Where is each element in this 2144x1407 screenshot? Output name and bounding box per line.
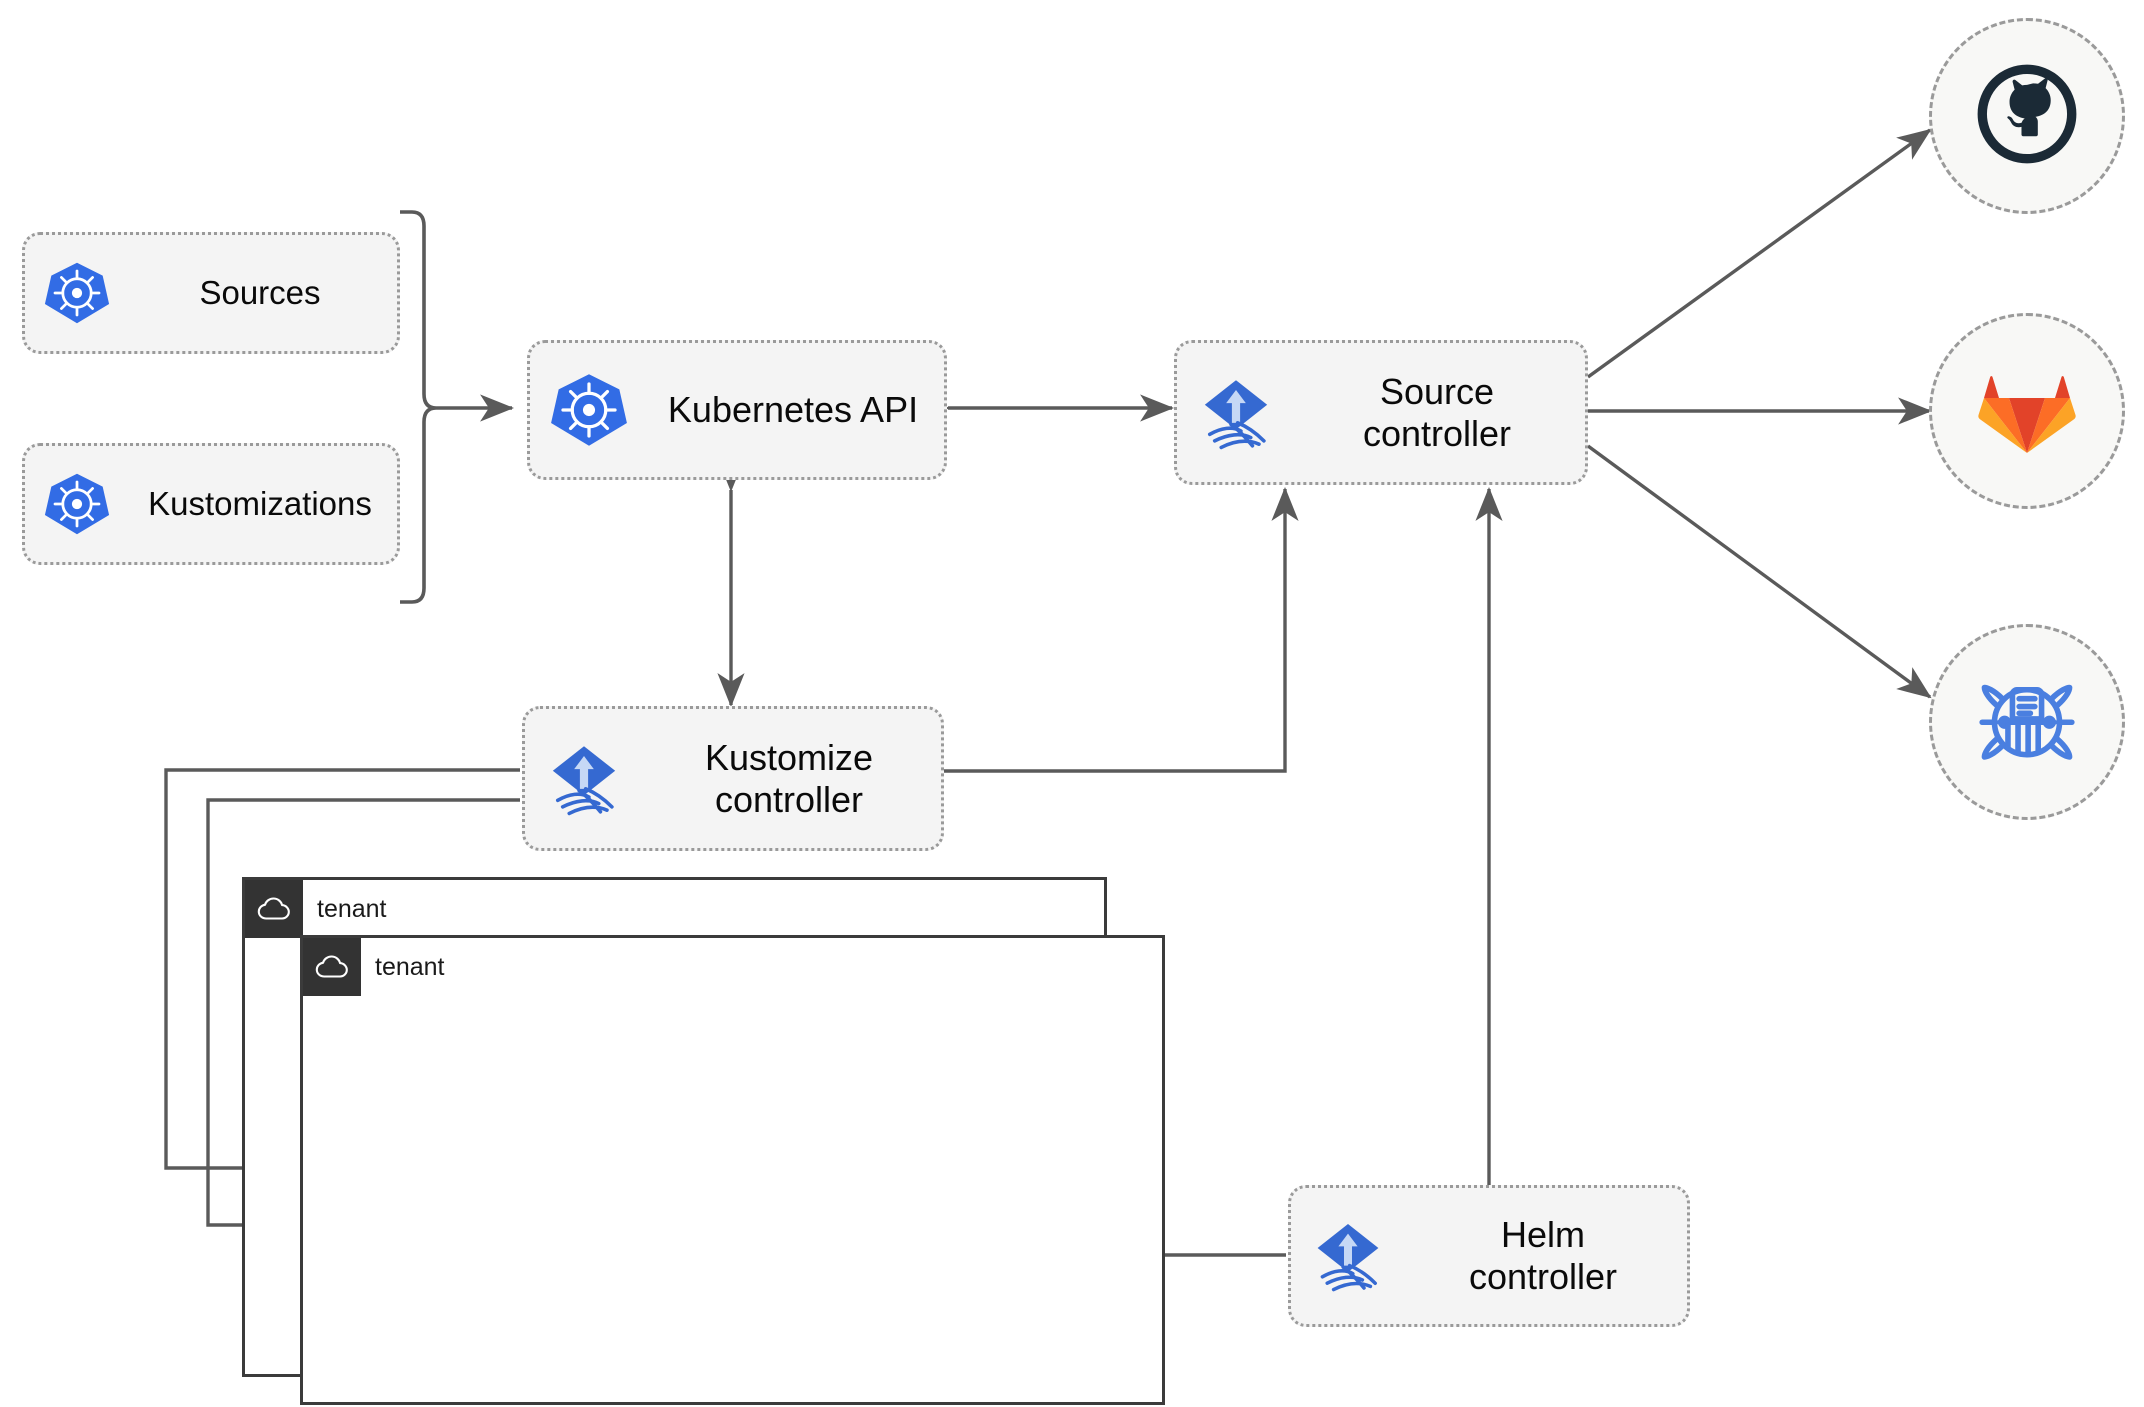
cloud-icon xyxy=(303,938,361,996)
kubernetes-icon xyxy=(25,471,129,537)
node-label: Helm controller xyxy=(1468,1214,1618,1297)
provider-gitlab[interactable] xyxy=(1929,313,2125,509)
provider-github[interactable] xyxy=(1929,18,2125,214)
edge-kustomize-to-tenant-1 xyxy=(164,768,520,1182)
node-sources[interactable]: Sources xyxy=(22,232,400,354)
edge-source-to-github xyxy=(1587,128,1932,379)
node-kustomizations[interactable]: Kustomizations xyxy=(22,443,400,565)
group-bracket xyxy=(400,210,437,604)
helm-repository-icon xyxy=(1971,664,2083,781)
edge-source-to-helm-repo xyxy=(1586,444,1932,699)
kubernetes-icon xyxy=(25,260,129,326)
kubernetes-icon xyxy=(530,371,648,449)
flux-icon xyxy=(1291,1216,1405,1296)
flux-icon xyxy=(1177,372,1295,454)
node-source-controller[interactable]: Source controller xyxy=(1174,340,1588,485)
node-kubernetes-api[interactable]: Kubernetes API xyxy=(527,340,947,480)
gitlab-icon xyxy=(1977,361,2077,462)
flux-icon xyxy=(525,738,643,820)
node-label: Kustomizations xyxy=(148,484,372,522)
tenant-title-bar: tenant xyxy=(245,880,387,938)
node-label: Sources xyxy=(199,273,321,311)
tenant-label: tenant xyxy=(375,953,445,981)
node-kustomize-controller[interactable]: Kustomize controller xyxy=(522,706,944,851)
provider-helm-repository[interactable] xyxy=(1929,624,2125,820)
tenant-title-bar: tenant xyxy=(303,938,445,996)
github-icon xyxy=(1975,62,2079,171)
node-helm-controller[interactable]: Helm controller xyxy=(1288,1185,1690,1327)
tenant-container-inner: tenant xyxy=(300,935,1165,1405)
node-label: Kustomize controller xyxy=(704,736,874,820)
node-label: Source controller xyxy=(1362,370,1512,454)
tenant-label: tenant xyxy=(317,895,387,923)
node-label: Kubernetes API xyxy=(667,389,919,431)
cloud-icon xyxy=(245,880,303,938)
edge-kustomize-to-source xyxy=(944,486,1299,773)
